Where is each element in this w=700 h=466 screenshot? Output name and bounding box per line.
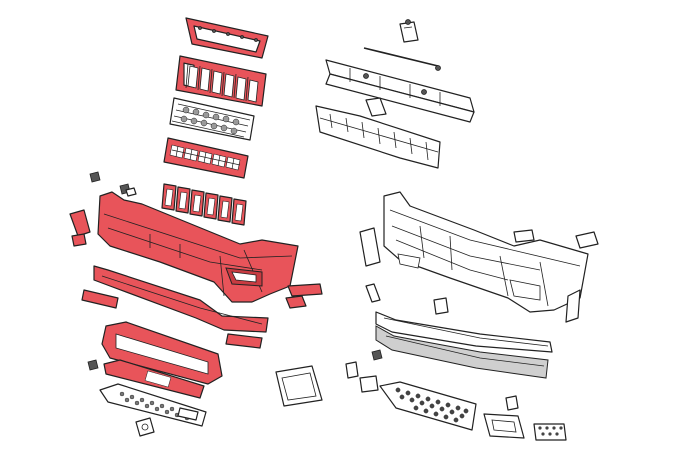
- grille-surround-rings: [161, 183, 247, 226]
- small-clips: [345, 349, 383, 393]
- reinforcement-beam: [325, 59, 475, 123]
- bumper-cover-assembly: [359, 191, 599, 313]
- red-clip-piece: [225, 333, 263, 349]
- lower-mesh-insert: [87, 359, 205, 399]
- bracket-small-left: [89, 171, 137, 197]
- lower-grille-bezel: [101, 321, 223, 385]
- fog-lamp-bezels: [69, 209, 323, 309]
- grille-shell: [175, 55, 267, 107]
- tow-hook-cover: [135, 417, 155, 437]
- right-fog-bezel: [483, 395, 525, 439]
- grille-insert-mesh: [163, 137, 249, 179]
- grille-insert-upper: [169, 97, 255, 141]
- energy-absorber: [315, 97, 441, 169]
- side-brackets: [365, 283, 581, 323]
- lower-grille-mesh-left: [99, 383, 207, 427]
- right-mesh-insert: [533, 423, 567, 441]
- lower-spoiler: [81, 265, 269, 333]
- mounting-bracket: [399, 19, 419, 43]
- support-rod: [363, 47, 441, 71]
- lower-grille-mesh: [379, 381, 477, 431]
- skid-plate: [375, 311, 553, 353]
- license-plate-bracket: [275, 365, 323, 407]
- front-bumper-fascia: [97, 191, 299, 303]
- lower-valance: [375, 325, 549, 379]
- grille-frame-top: [185, 17, 269, 59]
